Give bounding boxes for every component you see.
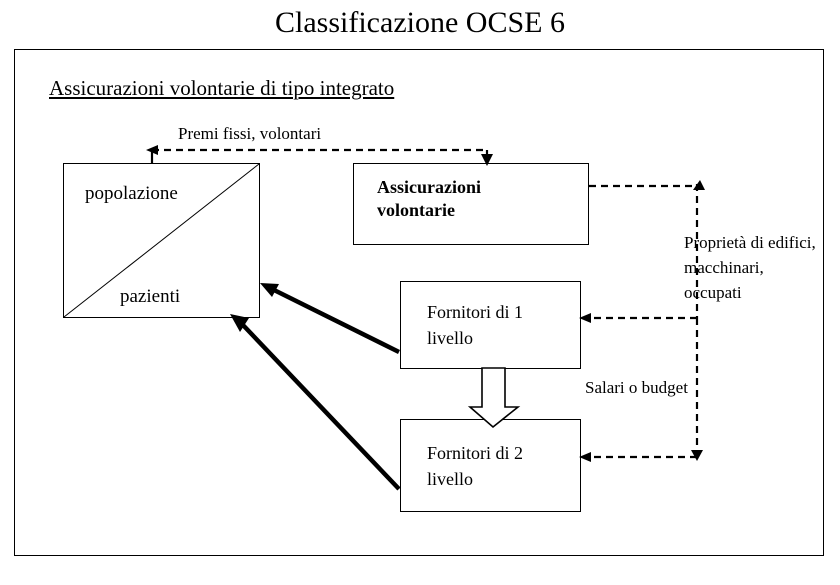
edge-label-proprieta-edifici: Proprietà di edifici, macchinari, occupa…	[684, 233, 816, 302]
node-label-pazienti: pazienti	[120, 286, 181, 307]
edge-label-premi-fissi-volontari: Premi fissi, volontari	[178, 124, 322, 143]
section-heading: Assicurazioni volontarie di tipo integra…	[49, 76, 395, 100]
edge-label-salari-budget: Salari o budget	[585, 378, 688, 397]
node-label-assicurazioni-volontarie: Assicurazioni volontarie	[377, 177, 482, 220]
node-label-fornitori-2-livello: Fornitori di 2 livello	[427, 443, 524, 489]
page-title: Classificazione OCSE 6	[275, 6, 565, 39]
node-label-fornitori-1-livello: Fornitori di 1 livello	[427, 302, 524, 348]
node-fornitori-1-livello[interactable]	[400, 281, 581, 369]
node-fornitori-2-livello[interactable]	[400, 419, 581, 512]
node-assicurazioni-volontarie[interactable]	[353, 163, 589, 245]
node-label-popolazione: popolazione	[85, 183, 178, 204]
